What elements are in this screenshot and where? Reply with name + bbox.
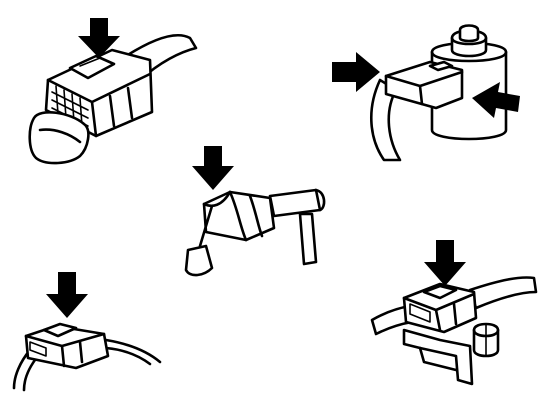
wire-loop-icon bbox=[370, 78, 402, 162]
push-arrow-icon bbox=[78, 18, 120, 58]
wire-harness-icon bbox=[468, 276, 538, 310]
wire-harness-icon bbox=[268, 188, 322, 218]
panel-bottom-right bbox=[370, 240, 538, 386]
lock-tab-icon bbox=[68, 54, 116, 80]
pry-arrow-icon bbox=[192, 146, 234, 190]
push-arrow-icon bbox=[424, 240, 466, 286]
mounting-bracket-icon bbox=[402, 328, 474, 386]
squeeze-arrow-left-icon bbox=[332, 52, 380, 92]
hand-icon bbox=[28, 111, 90, 165]
panel-bottom-left bbox=[12, 272, 162, 392]
probe-tool-icon bbox=[184, 244, 214, 277]
connector-body-icon bbox=[44, 48, 154, 138]
push-arrow-icon bbox=[46, 272, 88, 318]
panel-center bbox=[184, 146, 326, 277]
panel-top-right bbox=[332, 24, 520, 162]
squeeze-arrow-right-icon bbox=[472, 82, 520, 118]
panel-top-left bbox=[28, 18, 198, 165]
